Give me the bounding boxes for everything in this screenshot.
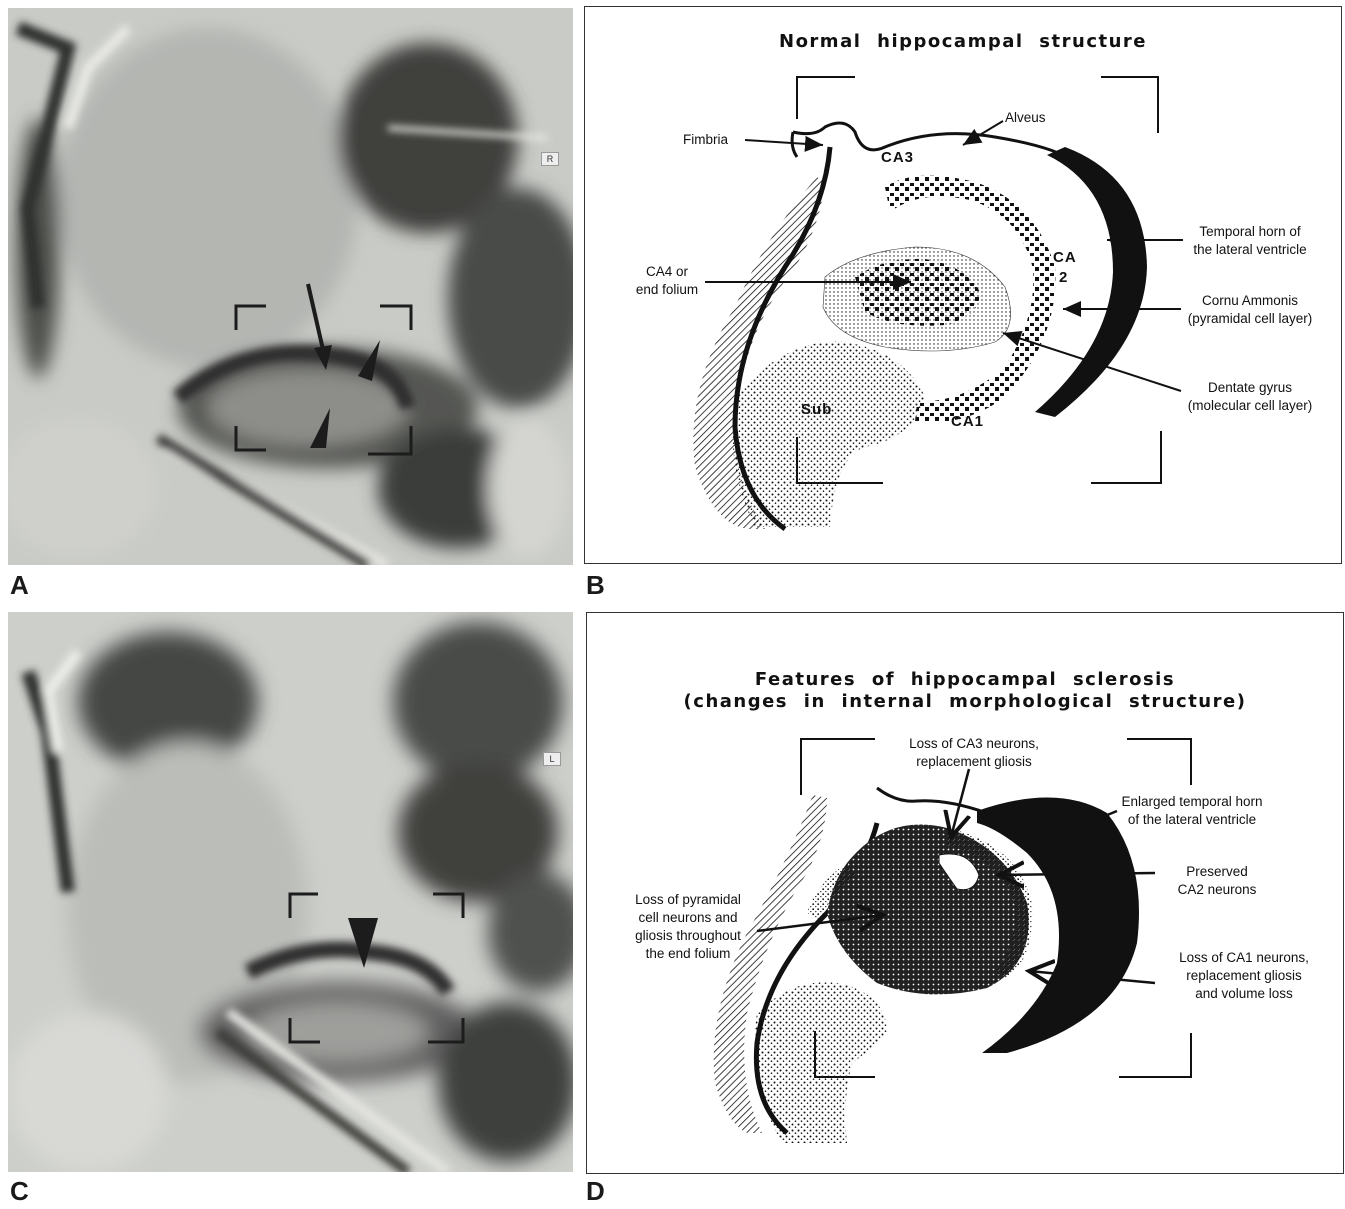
- label-ca1-loss-line3: and volume loss: [1159, 985, 1329, 1003]
- panel-d-title-line2: (changes in internal morphological struc…: [587, 691, 1343, 712]
- panel-a-mri-image: R: [8, 8, 573, 565]
- orientation-marker: L: [543, 752, 561, 766]
- panel-c-letter: C: [10, 1176, 29, 1207]
- label-alveus: Alveus: [1005, 109, 1046, 127]
- label-ca3: CA3: [881, 149, 914, 167]
- label-ca2-top: CA: [1053, 249, 1077, 267]
- label-preserved-line1: Preserved: [1157, 863, 1277, 881]
- label-ca1-loss-line1: Loss of CA1 neurons,: [1159, 949, 1329, 967]
- label-ca4-line2: end folium: [625, 281, 709, 299]
- orientation-marker: R: [541, 152, 559, 166]
- label-ca4: CA4 or end folium: [625, 263, 709, 299]
- panel-b-title: Normal hippocampal structure: [585, 31, 1341, 52]
- label-pyramidal-loss-line4: the end folium: [613, 945, 763, 963]
- label-temporal-horn-line1: Temporal horn of: [1175, 223, 1325, 241]
- label-ca2-bottom: 2: [1059, 269, 1068, 287]
- label-dentate-line1: Dentate gyrus: [1175, 379, 1325, 397]
- panel-b-diagram: Normal hippocampal structure Fimbria Alv…: [584, 6, 1342, 564]
- label-temporal-horn: Temporal horn of the lateral ventricle: [1175, 223, 1325, 259]
- label-dentate-gyrus: Dentate gyrus (molecular cell layer): [1175, 379, 1325, 415]
- panel-d-diagram: Features of hippocampal sclerosis (chang…: [586, 612, 1344, 1174]
- panel-b-letter: B: [586, 570, 605, 601]
- label-enlarged-horn-line1: Enlarged temporal horn: [1097, 793, 1287, 811]
- label-pyramidal-loss-line1: Loss of pyramidal: [613, 891, 763, 909]
- label-ca3-loss: Loss of CA3 neurons, replacement gliosis: [899, 735, 1049, 771]
- label-sub: Sub: [801, 401, 832, 419]
- panel-a-letter: A: [10, 570, 29, 601]
- label-cornu-line1: Cornu Ammonis: [1175, 292, 1325, 310]
- panel-d-letter: D: [586, 1176, 605, 1207]
- label-pyramidal-loss-line2: cell neurons and: [613, 909, 763, 927]
- label-ca3-loss-line1: Loss of CA3 neurons,: [899, 735, 1049, 753]
- label-cornu-ammonis: Cornu Ammonis (pyramidal cell layer): [1175, 292, 1325, 328]
- label-preserved-line2: CA2 neurons: [1157, 881, 1277, 899]
- label-ca3-loss-line2: replacement gliosis: [899, 753, 1049, 771]
- label-pyramidal-loss-line3: gliosis throughout: [613, 927, 763, 945]
- panel-d-title-line1: Features of hippocampal sclerosis: [587, 669, 1343, 690]
- label-ca1-loss-line2: replacement gliosis: [1159, 967, 1329, 985]
- label-pyramidal-loss: Loss of pyramidal cell neurons and glios…: [613, 891, 763, 963]
- label-cornu-line2: (pyramidal cell layer): [1175, 310, 1325, 328]
- label-fimbria: Fimbria: [683, 131, 728, 149]
- label-dentate-line2: (molecular cell layer): [1175, 397, 1325, 415]
- label-enlarged-horn: Enlarged temporal horn of the lateral ve…: [1097, 793, 1287, 829]
- label-temporal-horn-line2: the lateral ventricle: [1175, 241, 1325, 259]
- label-ca4-line1: CA4 or: [625, 263, 709, 281]
- label-preserved-ca2: Preserved CA2 neurons: [1157, 863, 1277, 899]
- label-ca1-loss: Loss of CA1 neurons, replacement gliosis…: [1159, 949, 1329, 1003]
- panel-c-mri-image: L: [8, 612, 573, 1172]
- label-enlarged-horn-line2: of the lateral ventricle: [1097, 811, 1287, 829]
- label-ca1: CA1: [951, 413, 984, 431]
